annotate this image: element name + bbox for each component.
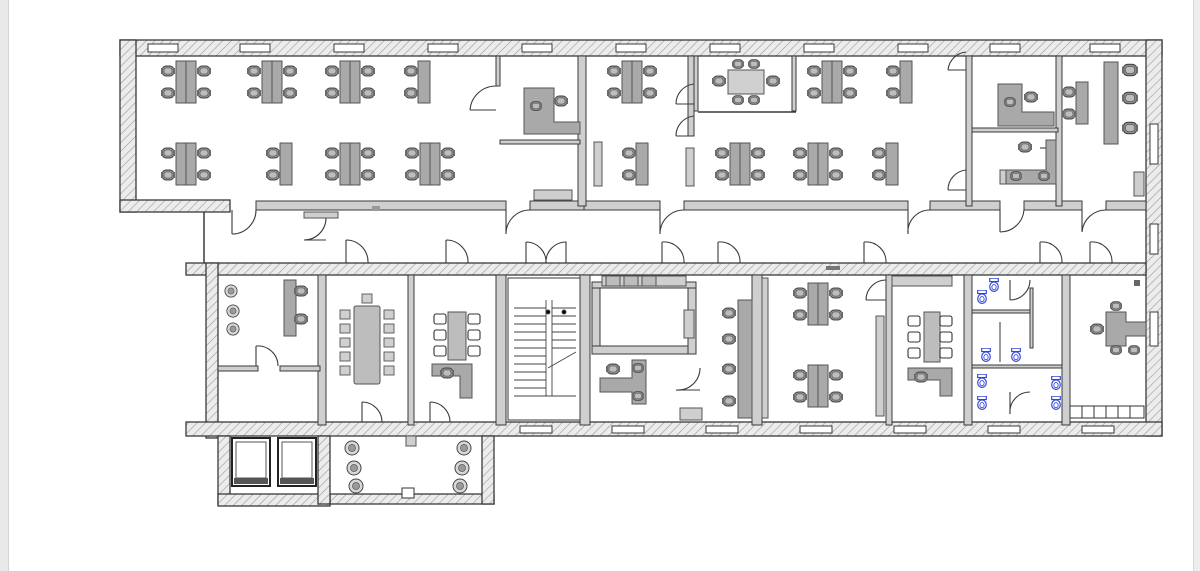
meeting-pod <box>698 59 796 113</box>
workstation-icon <box>793 143 843 185</box>
door-swing-icon <box>675 83 695 105</box>
door-swing-icon <box>231 209 257 235</box>
workstation-icon <box>886 61 912 103</box>
room-lounge <box>224 279 308 337</box>
door-swing-icon <box>659 209 685 235</box>
door-swing-icon <box>505 209 531 235</box>
door-swing-icon <box>947 169 967 191</box>
windows-right <box>1149 123 1159 347</box>
toilets <box>977 278 1061 410</box>
door-swing-icon <box>303 217 327 241</box>
door-swing-icon <box>545 241 567 264</box>
office-south-east <box>891 275 953 397</box>
workstation-icon <box>807 61 857 103</box>
conference-table-icon <box>353 305 381 385</box>
door-swing-icon <box>865 279 887 301</box>
workstation-icon <box>247 61 297 103</box>
door-swing-icon <box>863 241 887 264</box>
plant-icon <box>344 440 360 456</box>
door-swing-icon <box>1039 241 1063 264</box>
annex-plants <box>344 435 472 499</box>
desk-row-center <box>722 277 769 419</box>
door-swing-icon <box>525 241 547 264</box>
elevators <box>231 437 317 487</box>
door-swing-icon <box>361 401 383 423</box>
workstation-icon <box>325 143 375 185</box>
toilet-icon <box>1011 348 1021 362</box>
door-swing-icon <box>947 51 967 71</box>
door-swing-icon <box>429 401 451 423</box>
plant-icon <box>452 478 468 494</box>
door-swing-icon <box>675 367 701 391</box>
windows-bottom <box>519 425 1115 434</box>
door-swing-icon <box>999 209 1025 233</box>
plant-icon <box>226 304 240 318</box>
door-swing-icon <box>1081 209 1107 233</box>
plant-icon <box>224 284 238 298</box>
toilet-icon <box>977 374 987 388</box>
north-east-offices <box>997 61 1145 197</box>
door-swing-icon <box>661 241 685 264</box>
workstation-icon <box>793 365 843 407</box>
workstation-icon <box>404 61 430 103</box>
workstation-icon <box>266 143 292 185</box>
plant-icon <box>348 478 364 494</box>
toilet-icon <box>981 348 991 362</box>
corridor-items <box>303 206 840 270</box>
plant-icon <box>226 322 240 336</box>
workstation-icon <box>1062 82 1088 124</box>
room-inner-box <box>599 275 703 421</box>
workstation-icon <box>715 143 765 185</box>
toilet-icon <box>989 278 999 292</box>
door-swing-icon <box>907 209 931 235</box>
chair-icon <box>554 95 568 107</box>
plant-icon <box>456 440 472 456</box>
open-office-south <box>793 283 885 417</box>
workstation-icon <box>607 61 657 103</box>
door-swing-icon <box>445 239 469 264</box>
door-swing-icon <box>345 239 369 264</box>
workstation-icon <box>405 143 455 185</box>
manager-office <box>523 87 581 201</box>
doors <box>231 51 1113 423</box>
workstation-icon <box>872 143 898 185</box>
workstation-icon <box>325 61 375 103</box>
open-office-west <box>161 61 455 185</box>
plant-icon <box>454 460 470 476</box>
door-swing-icon <box>1009 391 1031 415</box>
workstation-icon <box>793 283 843 325</box>
toilet-icon <box>977 290 987 304</box>
door-swing-icon <box>675 115 695 137</box>
workstation-icon <box>622 143 648 185</box>
toilet-icon <box>1051 376 1061 390</box>
toilet-icon <box>977 396 987 410</box>
office-far-east <box>1069 280 1147 419</box>
door-swing-icon <box>255 345 279 367</box>
door-swing-icon <box>1009 279 1031 301</box>
workstation-icon <box>161 61 211 103</box>
conference-room-small <box>431 311 481 399</box>
toilet-icon <box>1051 396 1061 410</box>
door-swing-icon <box>469 85 497 111</box>
stairwell <box>507 277 581 421</box>
conference-room-large <box>339 293 395 385</box>
plant-icon <box>346 460 362 476</box>
open-office-center <box>593 61 912 187</box>
page-edge-right <box>1193 0 1200 571</box>
windows-top <box>147 43 1121 53</box>
chair-icon <box>530 101 542 111</box>
stair-icon <box>514 300 577 397</box>
door-swing-icon <box>717 241 741 264</box>
door-swing-icon <box>1089 241 1113 264</box>
page-edge-left <box>0 0 9 571</box>
workstation-icon <box>161 143 211 185</box>
